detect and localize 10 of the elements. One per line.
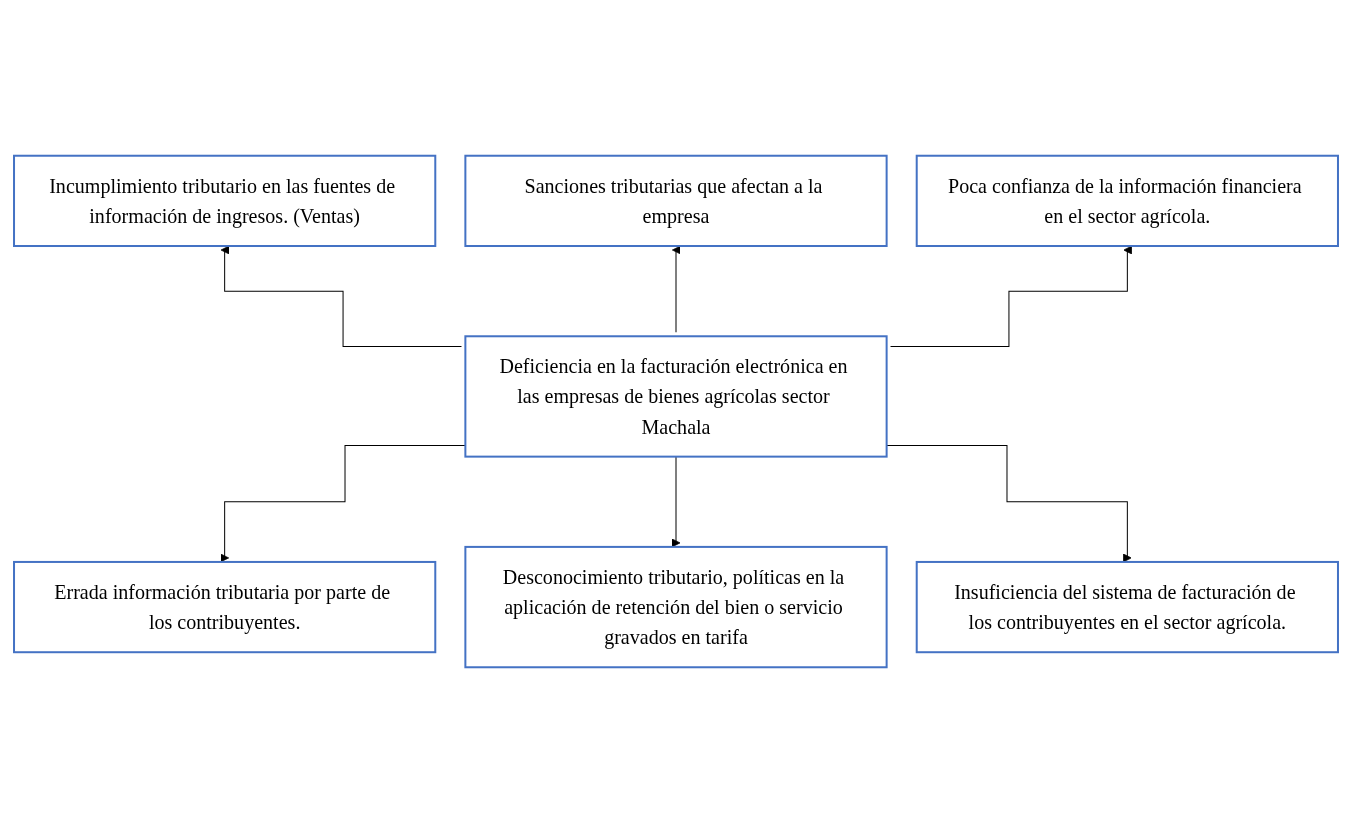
arrow [890,246,1132,347]
node-box: Sanciones tributarias que afectan a la empresa [464,154,888,247]
arrow [220,246,462,347]
arrow [671,246,681,333]
node-box: Incumplimiento tributario en las fuentes de información de ingresos. (Ventas) [13,154,437,247]
node-box: Poca confianza de la información financiera en el sector agrícola. [915,154,1339,247]
node-box: Desconocimiento tributario, políticas en la aplicación de retención del bien o servicio gravados en tarifa [464,545,888,669]
node-box: Errada información tributaria por parte de los contribuyentes. [13,560,437,654]
node-box: Deficiencia en la facturación electrónica en las empresas de bienes agrícolas sector Machala [464,335,888,458]
node-box: Insuficiencia del sistema de facturación de los contribuyentes en el sector agrícola. [915,560,1339,654]
